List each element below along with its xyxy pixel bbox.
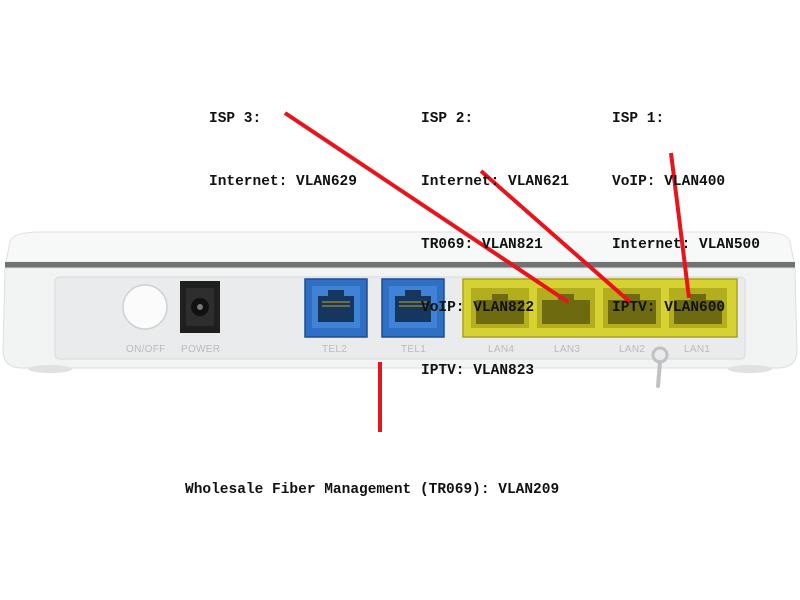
isp1-title: ISP 1: (612, 111, 665, 127)
lan3-label: LAN3 (554, 344, 581, 355)
onoff-label: ON/OFF (126, 344, 166, 355)
pointer-line-isp1 (669, 152, 691, 299)
isp1-callout: ISP 1: VoIP: VLAN400 Internet: VLAN500 I… (612, 67, 760, 340)
router-foot-left (28, 365, 72, 373)
isp2-line: TR069: VLAN821 (421, 237, 543, 253)
tel2-port (304, 278, 368, 338)
isp3-line: Internet: VLAN629 (209, 174, 357, 190)
power-label: POWER (181, 344, 221, 355)
isp3-callout: ISP 3: Internet: VLAN629 (209, 67, 357, 214)
isp2-line: Internet: VLAN621 (421, 174, 569, 190)
isp3-title: ISP 3: (209, 111, 262, 127)
isp2-line: IPTV: VLAN823 (421, 363, 535, 379)
cable-lock-hook (651, 346, 669, 388)
pointer-line-isp2 (479, 169, 632, 304)
tel1-label: TEL1 (401, 344, 427, 355)
isp2-callout: ISP 2: Internet: VLAN621 TR069: VLAN821 … (421, 67, 569, 403)
tel1-port (381, 278, 445, 338)
pointer-line-isp3 (283, 111, 570, 304)
lan-port-block (462, 278, 738, 338)
isp2-line: VoIP: VLAN822 (421, 300, 535, 316)
isp2-title: ISP 2: (421, 111, 474, 127)
router-lid (5, 231, 795, 263)
lan4-label: LAN4 (488, 344, 515, 355)
lan3-port (537, 288, 595, 328)
lan2-label: LAN2 (619, 344, 646, 355)
router-seam (5, 262, 795, 268)
lan1-label: LAN1 (684, 344, 711, 355)
isp1-line: VoIP: VLAN400 (612, 174, 726, 190)
isp1-line: Internet: VLAN500 (612, 237, 760, 253)
lan4-port (471, 288, 529, 328)
isp1-line: IPTV: VLAN600 (612, 300, 726, 316)
wholesale-text: Wholesale Fiber Management (TR069): VLAN… (185, 482, 560, 498)
router-foot-right (728, 365, 772, 373)
wholesale-callout: Wholesale Fiber Management (TR069): VLAN… (185, 438, 559, 522)
onoff-button[interactable] (122, 284, 168, 330)
power-jack (180, 281, 220, 333)
lan1-port (669, 288, 727, 328)
lan2-port (603, 288, 661, 328)
tel2-label: TEL2 (322, 344, 348, 355)
